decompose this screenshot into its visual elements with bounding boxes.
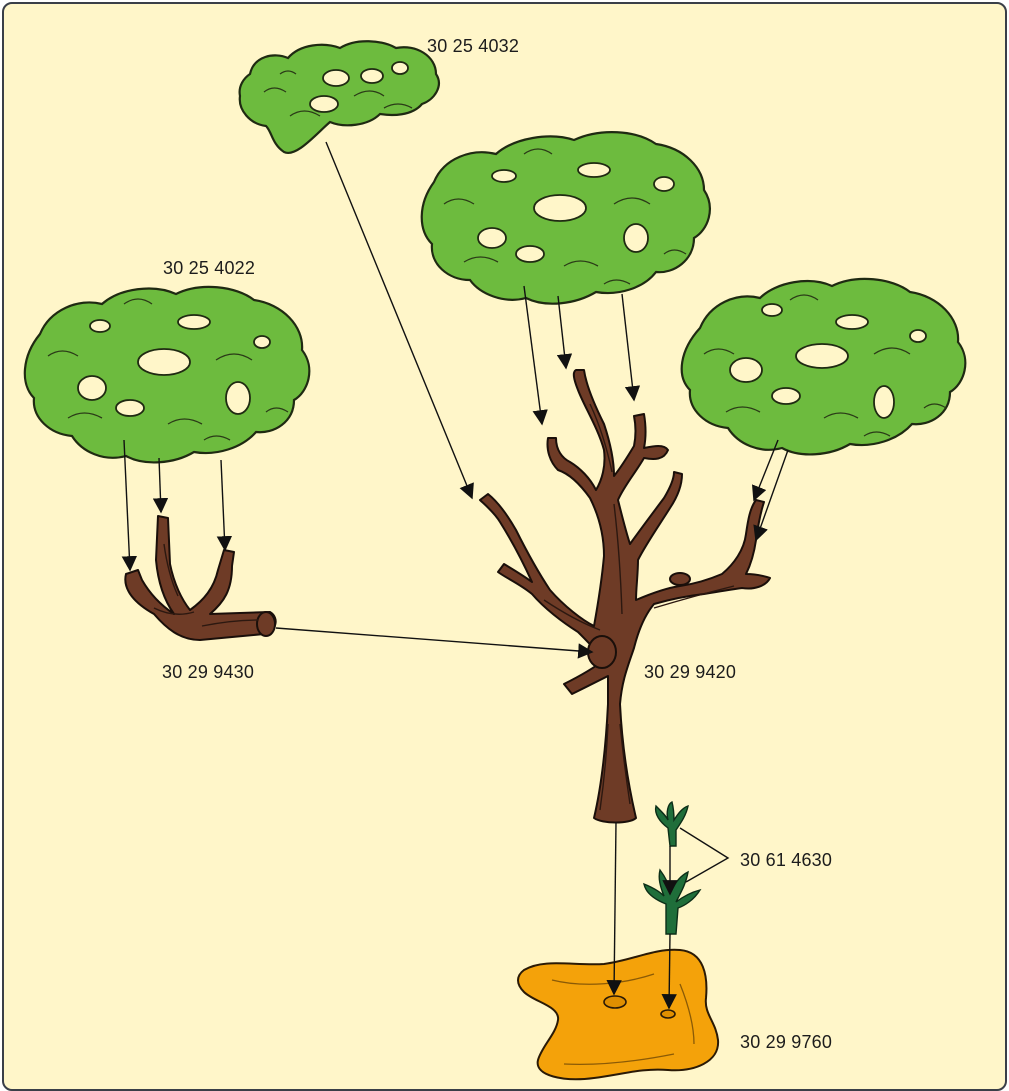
arrow-right-canopy-1 [751,439,779,502]
canopy-small-icon [238,40,440,155]
canopy-left-icon [23,285,311,464]
canopy-center-icon [420,131,711,305]
arrow-left-canopy-2 [152,457,169,514]
arrow-right-canopy-2 [753,449,789,542]
arrow-center-canopy-1 [523,285,548,426]
grass-label-leader [679,827,730,883]
arrow-branch-to-trunk [275,627,594,659]
arrow-left-canopy-1 [121,439,138,572]
label-canopy-small: 30 25 4032 [427,36,520,56]
label-grass-tufts: 30 61 4630 [740,850,833,870]
label-base-plate: 30 29 9760 [740,1032,833,1052]
arrow-trunk-to-base [606,821,622,996]
arrow-left-canopy-3 [216,459,233,552]
grass-tuft-top-icon [654,800,689,847]
label-canopy-left: 30 25 4022 [163,258,256,278]
base-plate-icon [517,948,720,1081]
arrow-center-canopy-3 [621,293,641,402]
arrow-grass-to-base [661,933,677,1010]
label-trunk-large: 30 29 9420 [644,662,737,682]
arrow-small-canopy-to-trunk [325,141,474,500]
assembly-diagram [23,40,967,1081]
trunk-large-icon [479,369,771,824]
assembly-arrows [121,141,789,1010]
label-branch-small: 30 29 9430 [162,662,255,682]
canopy-right-icon [680,277,967,456]
arrow-center-canopy-2 [556,295,573,370]
branch-small-icon [124,515,277,641]
